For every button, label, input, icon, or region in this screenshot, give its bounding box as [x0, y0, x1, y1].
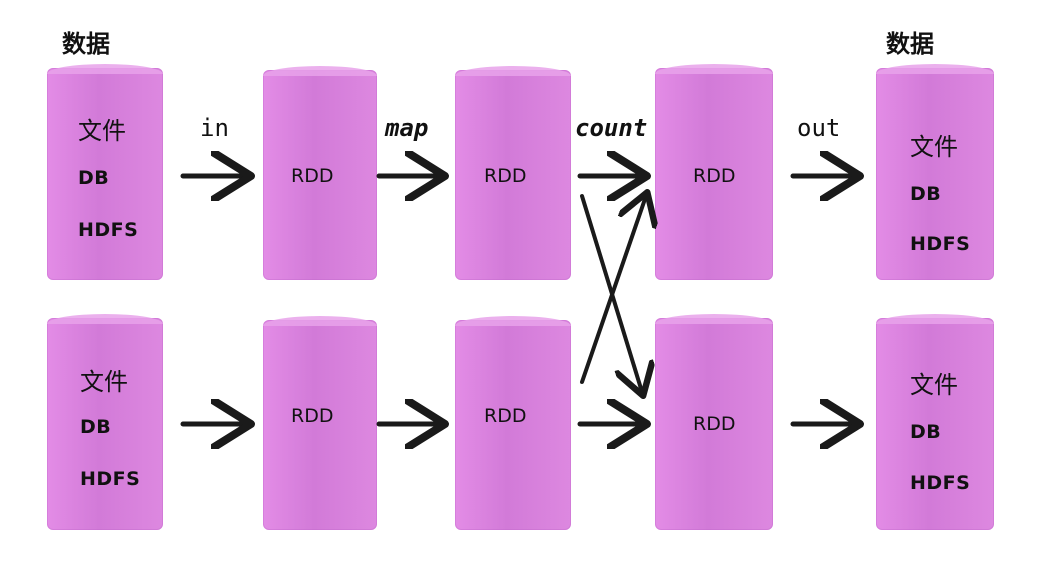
output-hdfs-label-bottom: HDFS	[910, 472, 971, 494]
rdd-box-input-bottom	[263, 316, 377, 530]
rdd-label-map-bottom: RDD	[484, 405, 527, 427]
output-db-label-top: DB	[910, 183, 942, 205]
rdd-box-input-top	[263, 66, 377, 280]
output-db-label-bottom: DB	[910, 421, 942, 443]
operation-map-label: map	[385, 114, 429, 142]
rdd-label-input-bottom: RDD	[291, 405, 334, 427]
source-hdfs-label-top: HDFS	[78, 219, 139, 241]
operation-count-label: count	[575, 114, 648, 142]
header-data-left: 数据	[62, 30, 110, 58]
header-data-right: 数据	[886, 30, 934, 58]
rdd-box-map-bottom	[455, 316, 571, 530]
output-box-top	[876, 64, 994, 280]
output-box-bottom	[876, 314, 994, 530]
source-hdfs-label-bottom: HDFS	[80, 468, 141, 490]
source-db-label-top: DB	[78, 167, 110, 189]
rdd-box-map-top	[455, 66, 571, 280]
source-file-label-bottom: 文件	[80, 368, 128, 396]
rdd-label-map-top: RDD	[484, 165, 527, 187]
source-file-label-top: 文件	[78, 117, 126, 145]
rdd-label-input-top: RDD	[291, 165, 334, 187]
output-file-label-top: 文件	[910, 133, 958, 161]
rdd-box-count-bottom	[655, 314, 773, 530]
output-hdfs-label-top: HDFS	[910, 233, 971, 255]
rdd-box-count-top	[655, 64, 773, 280]
arrow-cross-up	[580, 196, 646, 384]
operation-in-label: in	[200, 114, 229, 142]
source-box-top	[47, 64, 163, 280]
operation-out-label: out	[797, 114, 841, 142]
rdd-label-count-top: RDD	[693, 165, 736, 187]
source-db-label-bottom: DB	[80, 416, 112, 438]
output-file-label-bottom: 文件	[910, 371, 958, 399]
rdd-label-count-bottom: RDD	[693, 413, 736, 435]
source-box-bottom	[47, 314, 163, 530]
